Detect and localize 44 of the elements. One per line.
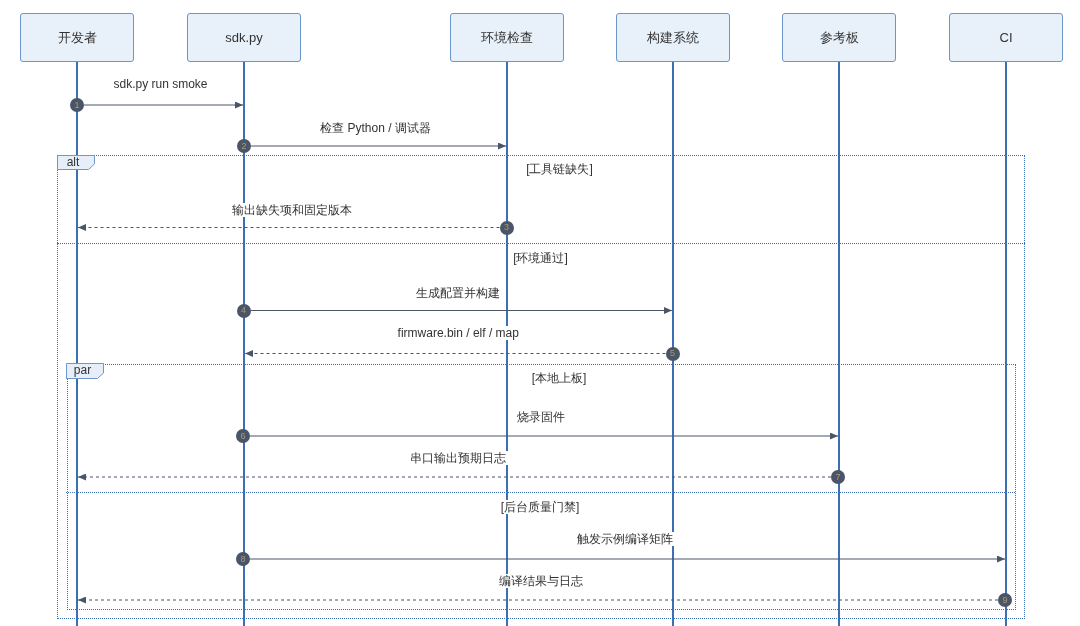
- sequence-number: 4: [236, 303, 251, 318]
- message-arrow: [77, 473, 832, 481]
- guard-condition: [本地上板]: [529, 371, 589, 385]
- lifeline: [1005, 62, 1007, 626]
- message-label: sdk.py run smoke: [111, 77, 210, 91]
- fragment-tab: alt: [56, 154, 95, 170]
- message-label: 检查 Python / 调试器: [318, 121, 433, 135]
- message-label: 生成配置并构建: [414, 285, 503, 300]
- sequence-number: 1: [70, 98, 84, 112]
- lifeline: [76, 62, 78, 626]
- sequence-number: 7: [831, 470, 845, 484]
- message-arrow: [250, 142, 507, 150]
- message-arrow: [244, 350, 667, 357]
- participant-box: sdk.py: [187, 13, 301, 62]
- participant-box: 环境检查: [450, 13, 564, 62]
- message-arrow: [77, 224, 501, 231]
- message-label: firmware.bin / elf / map: [395, 325, 521, 340]
- guard-condition: [环境通过]: [511, 250, 570, 265]
- message-arrow: [249, 307, 673, 314]
- message-label: 烧录固件: [515, 410, 567, 424]
- message-label: 触发示例编译矩阵: [574, 532, 675, 546]
- guard-condition: [工具链缺失]: [524, 161, 595, 176]
- sequence-number: 6: [236, 429, 250, 443]
- lifeline: [838, 62, 840, 626]
- participant-box: 构建系统: [616, 13, 730, 62]
- guard-condition: [后台质量门禁]: [498, 500, 582, 514]
- fragment-tab: par: [66, 363, 104, 379]
- participant-box: 参考板: [782, 13, 896, 62]
- lifeline: [672, 62, 674, 626]
- message-arrow: [77, 596, 999, 604]
- message-arrow: [249, 555, 1006, 563]
- message-label: 编译结果与日志: [497, 574, 585, 588]
- participant-box: CI: [949, 13, 1063, 62]
- lifeline: [506, 62, 508, 626]
- sequence-number: 9: [998, 593, 1012, 607]
- message-arrow: [83, 101, 244, 109]
- participant-box: 开发者: [20, 13, 134, 62]
- message-arrow: [249, 432, 839, 440]
- sequence-number: 3: [499, 220, 514, 235]
- lifeline: [243, 62, 245, 626]
- sequence-number: 5: [665, 346, 680, 361]
- message-label: 输出缺失项和固定版本: [229, 202, 354, 217]
- sequence-number: 2: [237, 139, 251, 153]
- sequence-number: 8: [236, 552, 250, 566]
